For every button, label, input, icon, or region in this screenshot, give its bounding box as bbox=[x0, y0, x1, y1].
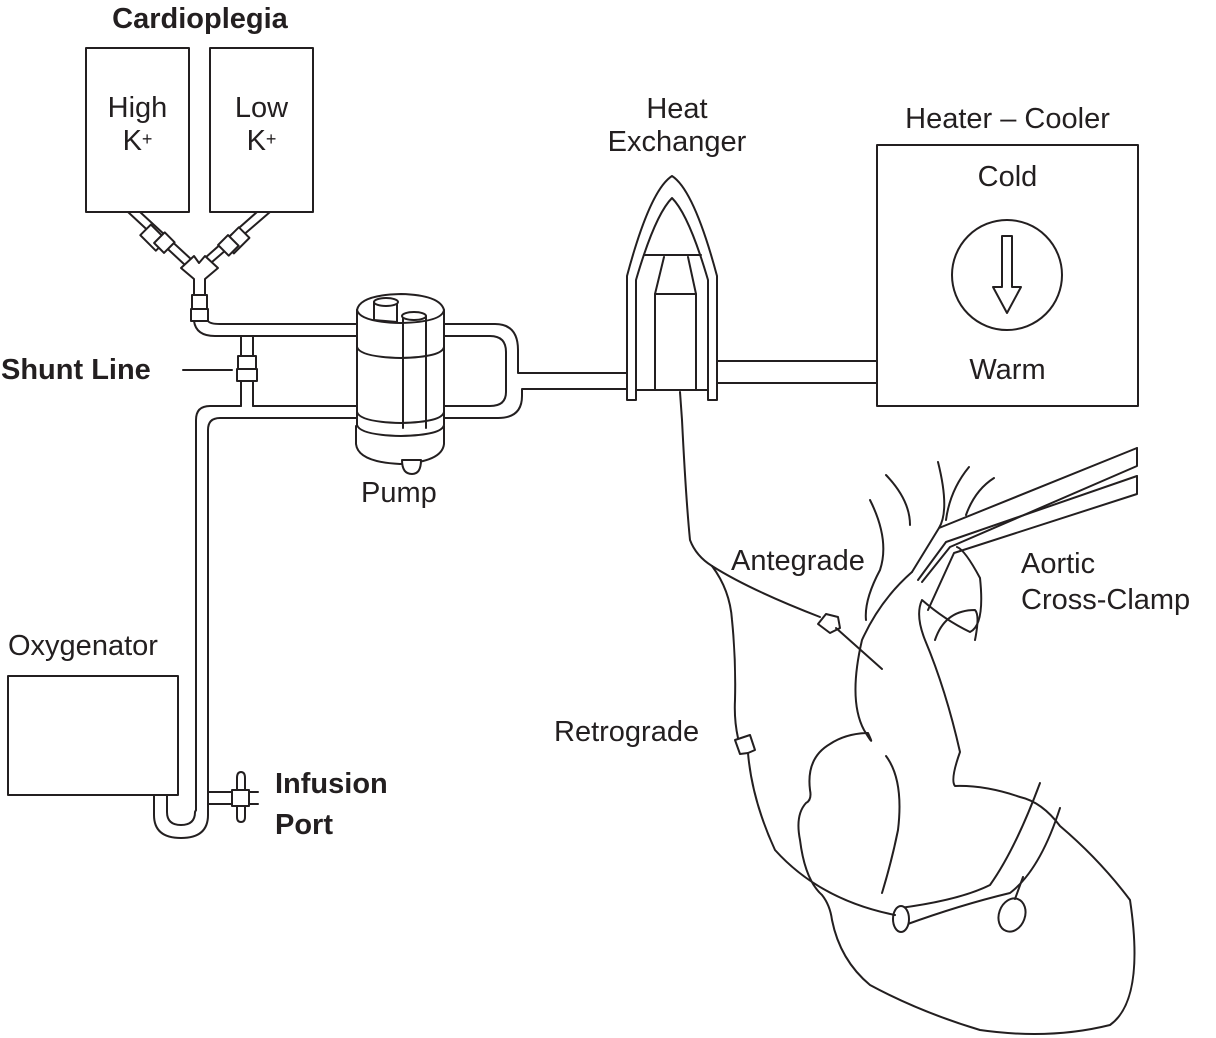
infusion-port-connector bbox=[207, 771, 259, 823]
heat-exchanger bbox=[626, 175, 878, 567]
low-potassium-bag bbox=[209, 47, 314, 213]
potassium-label: K+ bbox=[122, 125, 153, 157]
cross-clamp-label: Cross-Clamp bbox=[1021, 584, 1191, 616]
low-potassium-label: Low K+ bbox=[210, 92, 313, 158]
heater-cooler-label: Heater – Cooler bbox=[905, 103, 1110, 135]
infusion-label: Infusion bbox=[275, 768, 388, 800]
aortic-cross-clamp bbox=[911, 447, 1138, 611]
retrograde-label: Retrograde bbox=[554, 716, 700, 748]
aortic-cross-clamp-label: Aortic Cross-Clamp bbox=[1021, 546, 1190, 618]
port-label: Port bbox=[275, 809, 333, 841]
shunt-line-clamp bbox=[182, 355, 258, 382]
potassium-label: K+ bbox=[246, 125, 277, 157]
heat-exchanger-line1: Heat bbox=[646, 93, 708, 125]
low-label: Low bbox=[234, 92, 289, 124]
oxygenator-label: Oxygenator bbox=[8, 630, 158, 662]
shunt-line-label: Shunt Line bbox=[1, 354, 151, 386]
oxygenator bbox=[7, 675, 179, 796]
heart-illustration bbox=[797, 461, 1136, 1035]
down-arrow-icon bbox=[951, 219, 1063, 331]
main-tubing bbox=[193, 320, 359, 811]
oxygenator-u-tubing bbox=[153, 794, 209, 839]
infusion-port-label: Infusion Port bbox=[275, 764, 388, 846]
warm-label: Warm bbox=[969, 354, 1046, 386]
heat-exchanger-label: Heat Exchanger bbox=[592, 93, 762, 159]
antegrade-line bbox=[711, 565, 883, 670]
aortic-label: Aortic bbox=[1021, 548, 1096, 580]
cold-label: Cold bbox=[977, 161, 1038, 193]
high-potassium-label: High K+ bbox=[86, 92, 189, 158]
pump-label: Pump bbox=[361, 477, 437, 509]
heat-exchanger-line2: Exchanger bbox=[607, 126, 747, 158]
high-potassium-bag bbox=[85, 47, 190, 213]
cardioplegia-label: Cardioplegia bbox=[112, 3, 288, 35]
retrograde-line bbox=[711, 565, 896, 916]
high-label: High bbox=[107, 92, 168, 124]
cardioplegia-y-connector bbox=[127, 211, 271, 322]
antegrade-label: Antegrade bbox=[731, 545, 865, 577]
pump-icon bbox=[355, 293, 631, 475]
